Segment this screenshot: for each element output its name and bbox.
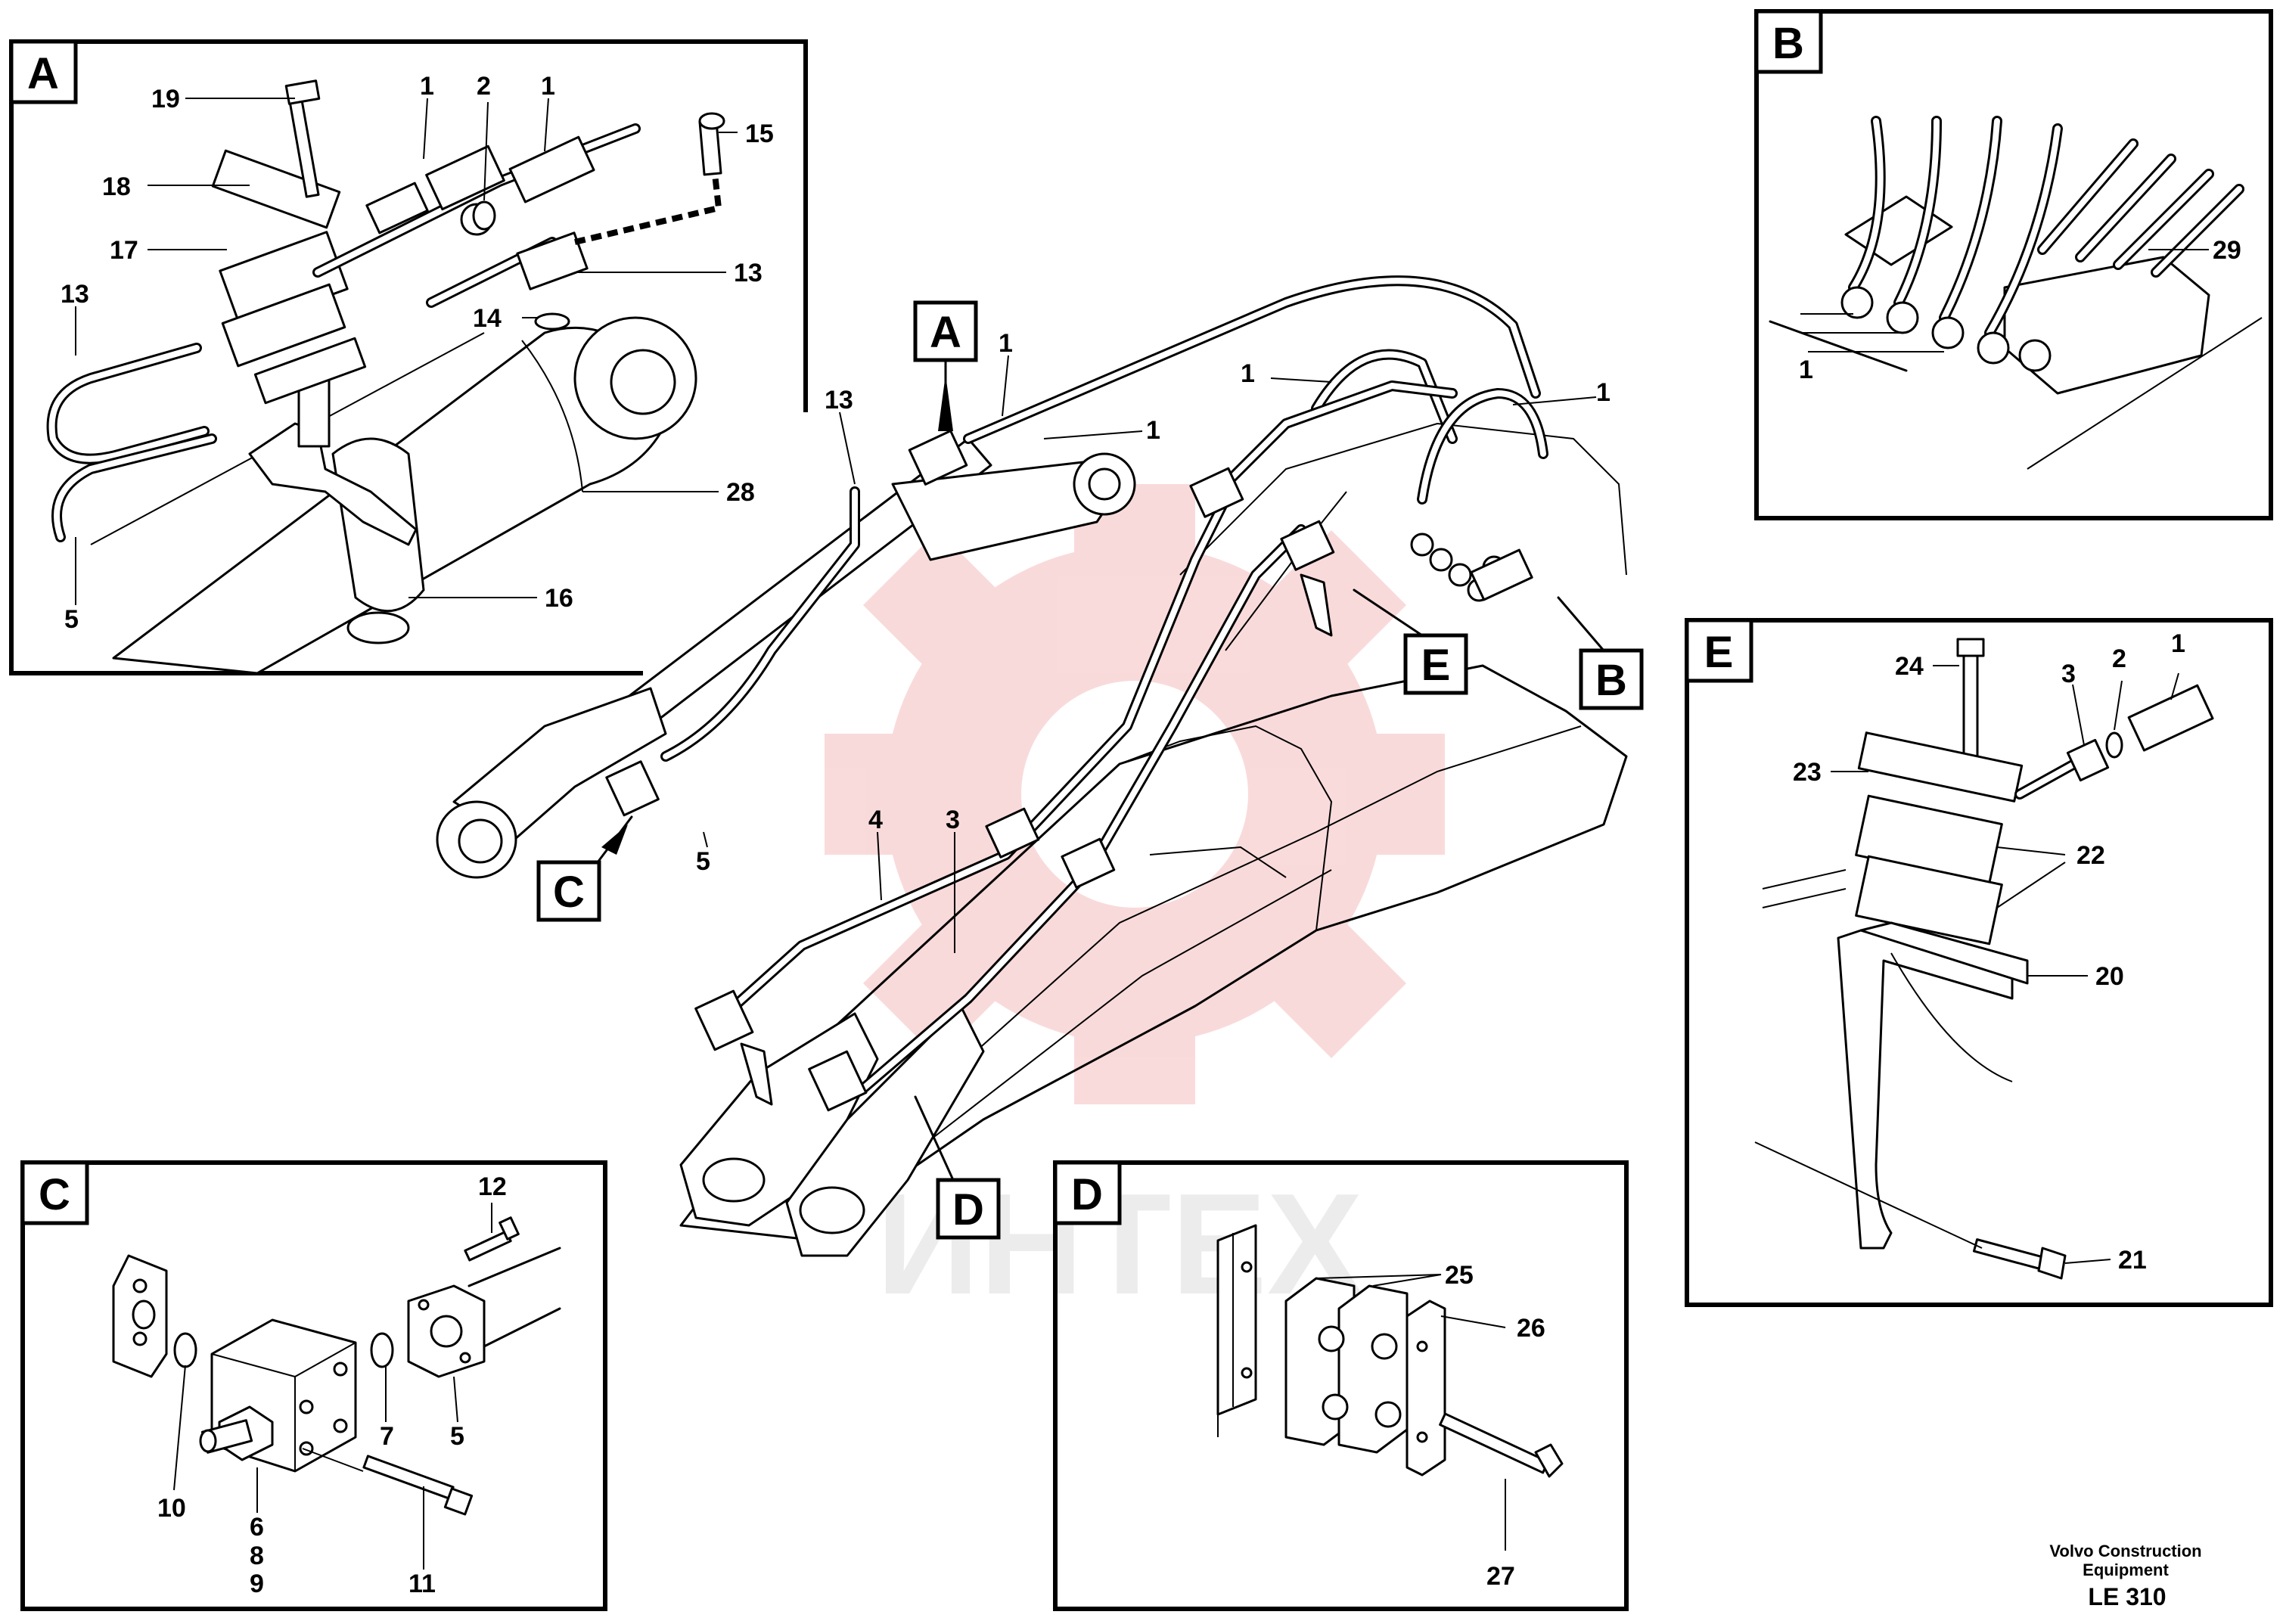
b-label-29: 29 <box>2213 236 2241 265</box>
svg-text:A: A <box>930 308 961 357</box>
a-label-18: 18 <box>102 172 131 201</box>
b-label-1: 1 <box>1799 356 1813 384</box>
detail-panel-b: B 29 1 <box>1754 9 2273 520</box>
a-label-16: 16 <box>545 584 573 613</box>
e-label-3: 3 <box>2061 660 2076 688</box>
a-label-13b: 13 <box>734 259 763 287</box>
footer-line-1: Volvo Construction <box>2049 1542 2201 1560</box>
c-label-11: 11 <box>408 1570 436 1598</box>
detail-panel-d: D 25 26 27 <box>1053 1160 1629 1611</box>
svg-text:C: C <box>553 868 585 917</box>
d-label-25: 25 <box>1445 1261 1474 1290</box>
e-label-23: 23 <box>1793 758 1822 787</box>
c-label-7: 7 <box>380 1422 394 1451</box>
a-label-13a: 13 <box>61 280 89 309</box>
panel-b-title: B <box>1772 19 1804 68</box>
e-label-1: 1 <box>2171 629 2185 658</box>
c-label-8: 8 <box>250 1542 264 1570</box>
watermark: ИНТЕХ <box>825 484 1445 1324</box>
svg-text:E: E <box>1421 641 1451 690</box>
boom-hose-loop <box>963 275 1548 505</box>
c-label-9: 9 <box>250 1570 264 1598</box>
callout-c: C <box>536 860 601 922</box>
a-label-14: 14 <box>473 304 502 333</box>
main-boom-assembly: 13 1 1 1 1 5 4 3 A C D E B <box>436 275 1644 1257</box>
main-label-5: 5 <box>696 847 710 876</box>
main-label-3: 3 <box>946 806 960 834</box>
c-label-5: 5 <box>450 1422 464 1451</box>
pipe-1 <box>1205 380 1458 505</box>
footer-line-2: Equipment <box>2083 1560 2169 1579</box>
hose-fittings-cluster <box>1410 533 1533 602</box>
a-label-1a: 1 <box>420 72 434 101</box>
a-label-5: 5 <box>64 605 79 634</box>
c-label-6: 6 <box>250 1513 264 1542</box>
detail-panel-e: E 24 3 2 1 <box>1685 618 2273 1307</box>
main-label-13: 13 <box>825 386 853 415</box>
main-label-1b: 1 <box>1146 416 1160 445</box>
callout-d: D <box>936 1178 1001 1240</box>
main-label-1d: 1 <box>1596 378 1611 407</box>
callout-a: A <box>913 300 978 362</box>
svg-text:D: D <box>952 1185 984 1234</box>
arm-cylinder <box>436 437 1136 879</box>
main-leaders <box>703 355 1597 953</box>
e-label-2: 2 <box>2112 644 2126 673</box>
publisher-footer: Volvo Construction Equipment LE 310 <box>2049 1542 2201 1610</box>
panel-d-title: D <box>1071 1170 1103 1219</box>
a-label-1b: 1 <box>541 72 555 101</box>
callout-e: E <box>1403 633 1468 695</box>
main-label-4: 4 <box>868 806 883 834</box>
panel-e-title: E <box>1704 628 1734 677</box>
e-label-20: 20 <box>2095 962 2124 991</box>
e-label-22: 22 <box>2076 841 2105 870</box>
detail-panel-c: C <box>20 1160 607 1611</box>
main-label-1a: 1 <box>999 329 1013 358</box>
panel-c-title: C <box>39 1170 70 1219</box>
c-label-12: 12 <box>478 1172 507 1201</box>
d-label-26: 26 <box>1517 1314 1545 1343</box>
callout-b: B <box>1579 648 1644 710</box>
main-pointers <box>596 354 1605 1182</box>
pipe-clamps <box>694 430 1335 1112</box>
detail-panel-a: A <box>9 39 808 675</box>
e-label-21: 21 <box>2118 1246 2147 1275</box>
a-label-15: 15 <box>745 120 774 148</box>
c-label-10: 10 <box>157 1494 186 1523</box>
a-label-2: 2 <box>477 72 491 101</box>
footer-code: LE 310 <box>2088 1583 2166 1610</box>
d-label-27: 27 <box>1486 1562 1515 1591</box>
svg-text:B: B <box>1595 656 1627 705</box>
e-label-24: 24 <box>1895 652 1924 681</box>
a-label-17: 17 <box>110 236 138 265</box>
main-label-1c: 1 <box>1241 359 1255 388</box>
a-label-19: 19 <box>151 85 180 113</box>
a-label-28: 28 <box>726 478 755 507</box>
panel-a-title: A <box>27 49 59 98</box>
